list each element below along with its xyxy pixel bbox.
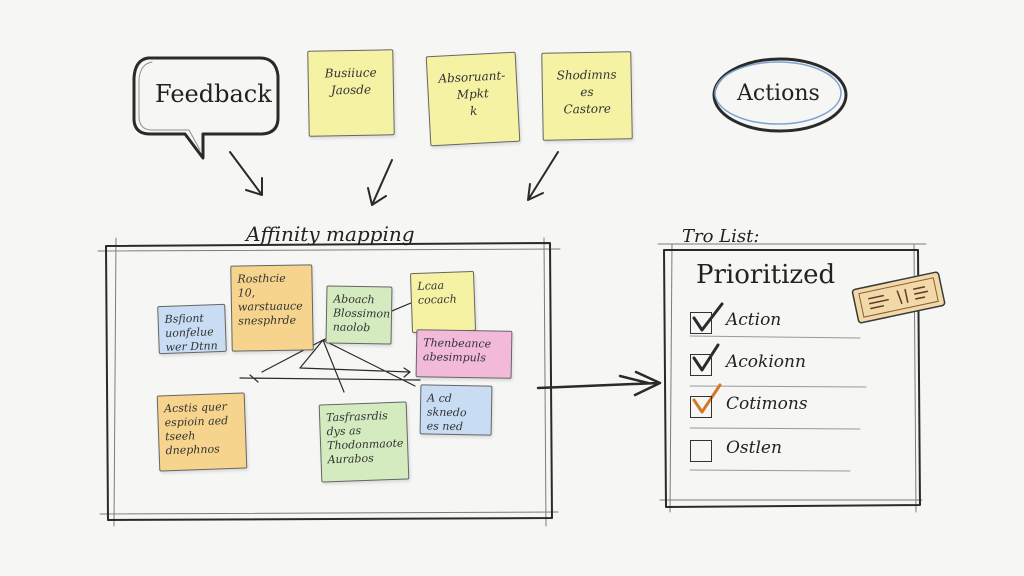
todo-item-label: Action [726, 310, 782, 330]
affinity-note-3: Aboach Blossimon naolob [325, 285, 393, 345]
arrow-note-to-affinity [367, 159, 393, 206]
affinity-note-7: Tasfrasrdis dys as Thodonmaote Aurabos [318, 401, 410, 483]
todo-item-label: Acokionn [726, 352, 806, 372]
top-sticky-note-1: Busiiuce Jaosde [307, 49, 395, 137]
check-mark-icon [692, 383, 722, 414]
affinity-note-5: Thenbeance abesimpuls [415, 329, 513, 379]
affinity-note-2: Rosthcie 10, warstuauce snesphrde [230, 264, 314, 352]
todo-item-label: Ostlen [726, 438, 782, 458]
arrow-to-todo [536, 370, 662, 397]
affinity-note-6: Acstis quer espioin aed tseeh dnephnos [156, 392, 248, 472]
actions-label: Actions [737, 81, 820, 106]
affinity-note-1: Bsfiont uonfelue wer Dtnn [157, 303, 227, 355]
ticket-icon [851, 271, 946, 324]
checkbox [690, 312, 712, 334]
checkbox [690, 440, 712, 462]
todo-item-label: Cotimons [726, 394, 808, 414]
affinity-note-4: Lcaa cocach [409, 270, 477, 334]
affinity-note-8: A cd sknedo es ned Teatuers [419, 384, 493, 436]
check-marks [692, 302, 724, 414]
checkbox [690, 396, 712, 418]
todo-heading: Tro List: [682, 226, 760, 247]
check-mark-icon [692, 302, 724, 332]
arrow-feedback-to-affinity [229, 151, 263, 196]
arrow-note2-to-affinity [527, 151, 559, 201]
actions-ellipse [712, 57, 848, 133]
top-sticky-note-3: Shodimns es Castore [541, 51, 633, 141]
todo-frame [663, 249, 921, 508]
todo-title: Prioritized [696, 260, 836, 290]
checkbox [690, 354, 712, 376]
feedback-speech-bubble [132, 56, 280, 160]
check-mark-icon [692, 343, 720, 372]
affinity-frame [105, 242, 553, 521]
top-sticky-note-2: Absoruant- Mpkt k [425, 51, 521, 147]
feedback-label: Feedback [155, 80, 272, 108]
affinity-title: Affinity mapping [246, 222, 415, 246]
